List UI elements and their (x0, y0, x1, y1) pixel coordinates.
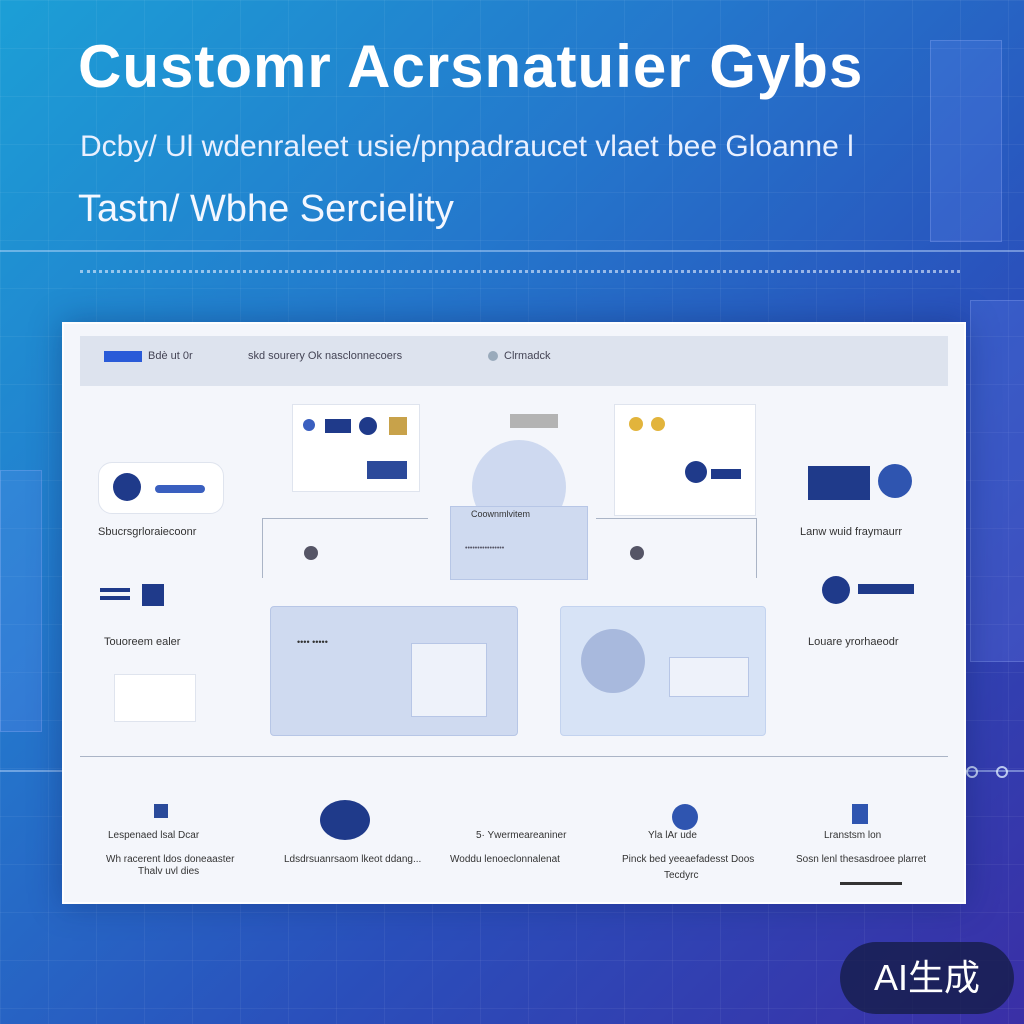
left-card-list[interactable] (98, 574, 222, 618)
footer-2-line2: Ldsdrsuanrsaom lkeot ddang... (284, 854, 422, 865)
server-icon (510, 414, 558, 428)
circuit-node (996, 766, 1008, 778)
right-caption-2: Louare yrorhaeodr (808, 636, 899, 648)
menu-icon (100, 588, 130, 592)
panel-header-bar (80, 336, 948, 386)
footer-5-line2: Sosn lenl thesasdroee plarret (796, 854, 927, 865)
left-text-block (114, 674, 196, 722)
nav-item-sources[interactable]: skd sourery Ok nasclonnecoers (248, 350, 403, 362)
hero-title: Customr Acrsnatuier Gybs (78, 33, 864, 100)
feature-card-automation[interactable] (560, 606, 766, 736)
center-card-label: Coownmlvitem (471, 509, 531, 519)
bar-icon (858, 584, 914, 594)
footer-icon-2 (320, 800, 370, 840)
user-icon (685, 461, 707, 483)
gear-icon (303, 419, 315, 431)
globe-icon (878, 464, 912, 498)
connector-line (756, 518, 757, 578)
footer-icon-1 (154, 804, 168, 818)
globe-icon (488, 351, 498, 362)
footer-3-line2: Woddu lenoeclonnalenat (450, 854, 560, 865)
user-icon (822, 576, 850, 604)
robot-icon (581, 629, 645, 693)
user-icon (359, 417, 377, 435)
left-circuit-graphic (0, 470, 42, 732)
footer-3-line1: 5· Ywermeareaniner (476, 830, 567, 841)
server-tower-graphic (930, 40, 1002, 242)
right-card-users[interactable] (820, 574, 920, 614)
ai-generated-badge: AI生成 (840, 942, 1014, 1014)
divider-dotted (80, 270, 960, 273)
left-caption-1: Sbucrsgrloraiecoonr (98, 526, 197, 538)
node-icon (304, 546, 318, 560)
right-circuit-graphic (970, 300, 1024, 662)
map-icon (808, 466, 870, 500)
folder-icon (389, 417, 407, 435)
hero-tagline: Tastn/ Wbhe Sercielity (78, 188, 454, 230)
footer-1-line3: Thalv uvl dies (138, 866, 200, 877)
footer-divider (80, 756, 948, 757)
monitor-icon (367, 461, 407, 479)
globe-icon (113, 473, 141, 501)
nav-label: Clrmadck (504, 350, 551, 362)
card-icon (325, 419, 351, 433)
left-card-network[interactable] (98, 462, 224, 514)
dashboard-panel: Bdè ut 0r skd sourery Ok nasclonnecoers … (62, 322, 966, 904)
connector-line (262, 518, 263, 578)
top-card-cloud[interactable] (614, 404, 756, 516)
chart-icon (411, 643, 487, 717)
top-card-tools[interactable] (292, 404, 420, 492)
footer-4-line3: Tecdyrc (664, 870, 699, 881)
window-icon (669, 657, 749, 697)
document-icon (142, 584, 164, 606)
feature-card-dashboard[interactable]: •••• ••••• (270, 606, 518, 736)
coin-icon (629, 417, 643, 431)
hero-subtitle: Dcby/ Ul wdenraleet usie/pnpadraucet vla… (80, 130, 854, 163)
footer-5-line1: Lranstsm lon (824, 830, 882, 841)
menu-icon (100, 596, 130, 600)
connector-line (262, 518, 428, 519)
brand-logo-icon (104, 350, 142, 362)
footer-4-line2: Pinck bed yeeaefadesst Doos (622, 854, 755, 865)
node-icon (630, 546, 644, 560)
footer-1-line1: Lespenaed lsal Dcar (108, 830, 200, 841)
top-card-hosting[interactable] (440, 404, 590, 464)
coin-icon (651, 417, 665, 431)
nav-item-brand[interactable]: Bdè ut 0r (104, 350, 193, 362)
scroll-indicator[interactable] (840, 882, 902, 885)
footer-1-line2: Wh racerent ldos doneaaster (106, 854, 235, 865)
center-card-sub: •••••••••••••••• (465, 545, 505, 552)
footer-4-line1: Yla lAr ude (648, 830, 697, 841)
nav-label: Bdè ut 0r (148, 350, 193, 362)
footer-icon-5 (852, 804, 868, 824)
right-caption-1: Lanw wuid fraymaurr (800, 526, 903, 538)
link-icon (155, 485, 205, 493)
left-caption-2: Touoreem ealer (104, 636, 181, 648)
circuit-line (0, 250, 1024, 252)
center-feature-card[interactable]: Coownmlvitem •••••••••••••••• (450, 506, 588, 580)
right-card-map[interactable] (808, 462, 918, 506)
feature-card-label: •••• ••••• (297, 637, 328, 647)
nav-item-check[interactable]: Clrmadck (488, 350, 550, 362)
connector-line (596, 518, 756, 519)
footer-icon-4 (672, 804, 698, 830)
bar-icon (711, 469, 741, 479)
circuit-node (966, 766, 978, 778)
